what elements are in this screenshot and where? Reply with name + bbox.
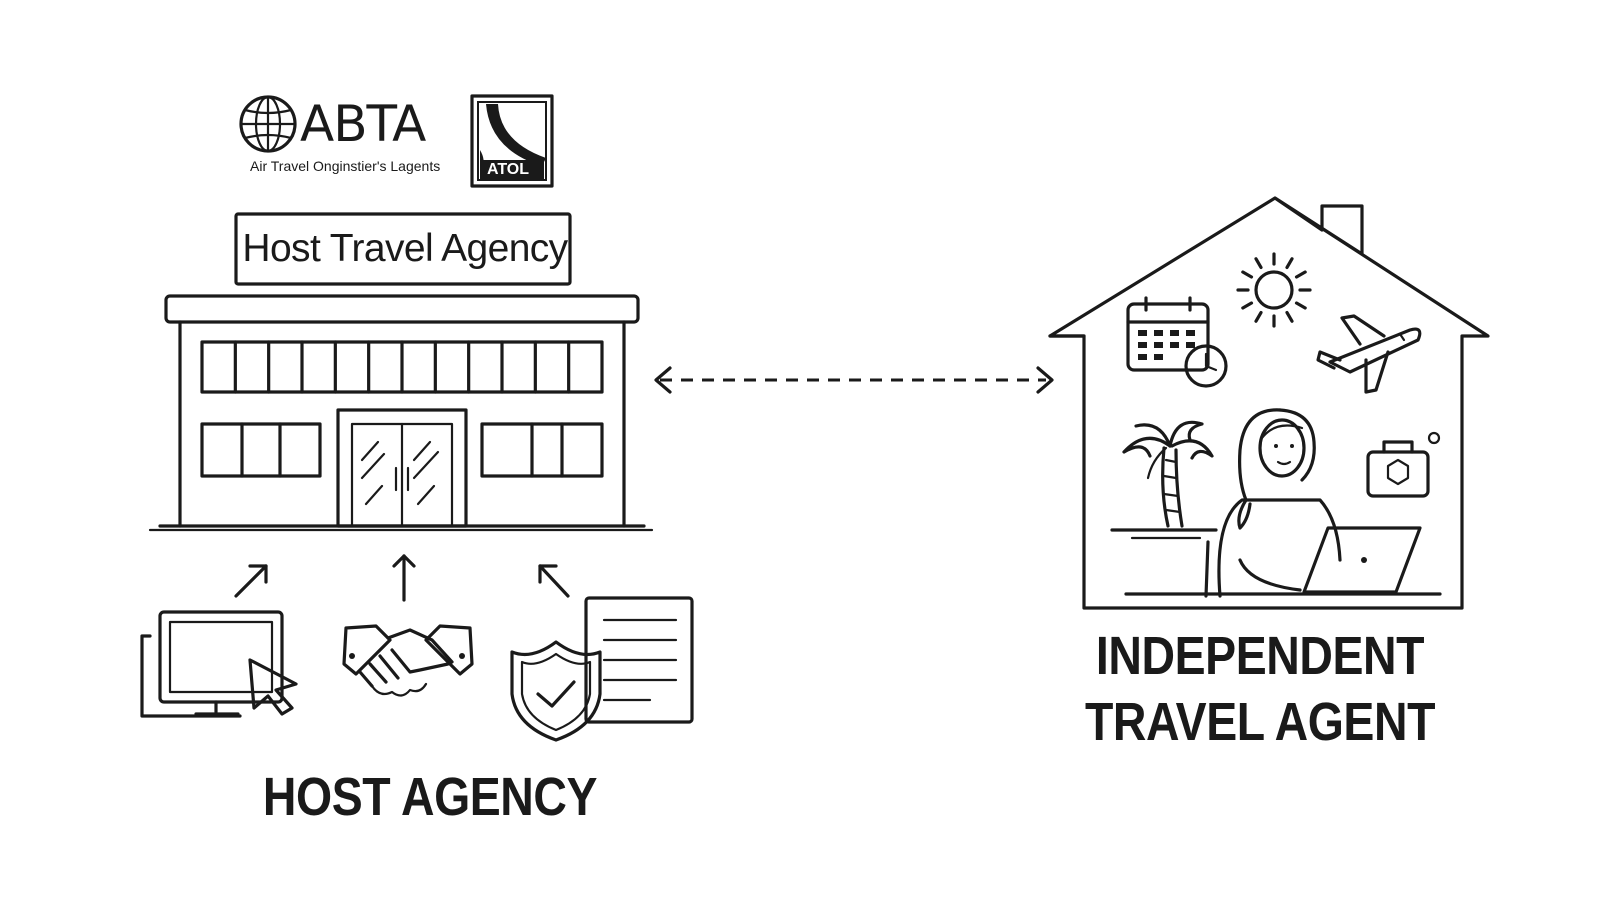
airplane-icon — [1316, 314, 1422, 394]
shield-document-icon — [510, 596, 694, 742]
sun-ray — [1241, 270, 1254, 279]
sun-icon — [1236, 252, 1312, 328]
agent-caption-line2: TRAVEL AGENT — [1084, 692, 1436, 752]
laptop-icon — [1124, 526, 1442, 596]
host-agency-caption: HOST AGENCY — [262, 767, 598, 827]
sun-ray — [1294, 270, 1307, 279]
calendar-cell — [1154, 354, 1163, 360]
sun-ray — [1241, 301, 1254, 310]
computer-cursor-icon — [140, 610, 298, 718]
host-sign: Host Travel Agency — [242, 227, 568, 270]
calendar-cell — [1138, 354, 1147, 360]
sun-ray — [1254, 257, 1263, 270]
calendar-cell — [1138, 342, 1147, 348]
abta-tagline: Air Travel Onginstier's Lagents — [250, 158, 441, 174]
globe-icon — [239, 95, 297, 153]
calendar-cell — [1154, 330, 1163, 336]
bidirectional-dashed-arrow — [654, 366, 1054, 394]
atol-swoosh-icon — [470, 94, 554, 188]
calendar-cell — [1170, 330, 1179, 336]
sun-ray — [1285, 257, 1294, 270]
calendar-cell — [1154, 342, 1163, 348]
agent-person — [1204, 408, 1342, 598]
calendar-cell — [1138, 330, 1147, 336]
palm-tree-icon — [1110, 420, 1218, 540]
suitcase-icon — [1366, 431, 1441, 498]
house-outline — [1048, 196, 1490, 610]
abta-logo-text: ABTA — [300, 95, 426, 153]
calendar-cell — [1186, 330, 1195, 336]
sun-ray — [1285, 310, 1294, 323]
handshake-icon — [342, 624, 474, 697]
support-arrows — [234, 554, 570, 602]
host-building — [148, 212, 654, 532]
calendar-cell — [1170, 342, 1179, 348]
calendar-clock-icon — [1126, 296, 1228, 388]
agent-caption-line1: INDEPENDENT — [1095, 626, 1425, 686]
calendar-cell — [1186, 342, 1195, 348]
atol-logo-text: ATOL — [486, 161, 530, 178]
sun-ray — [1254, 310, 1263, 323]
sun-ray — [1294, 301, 1307, 310]
